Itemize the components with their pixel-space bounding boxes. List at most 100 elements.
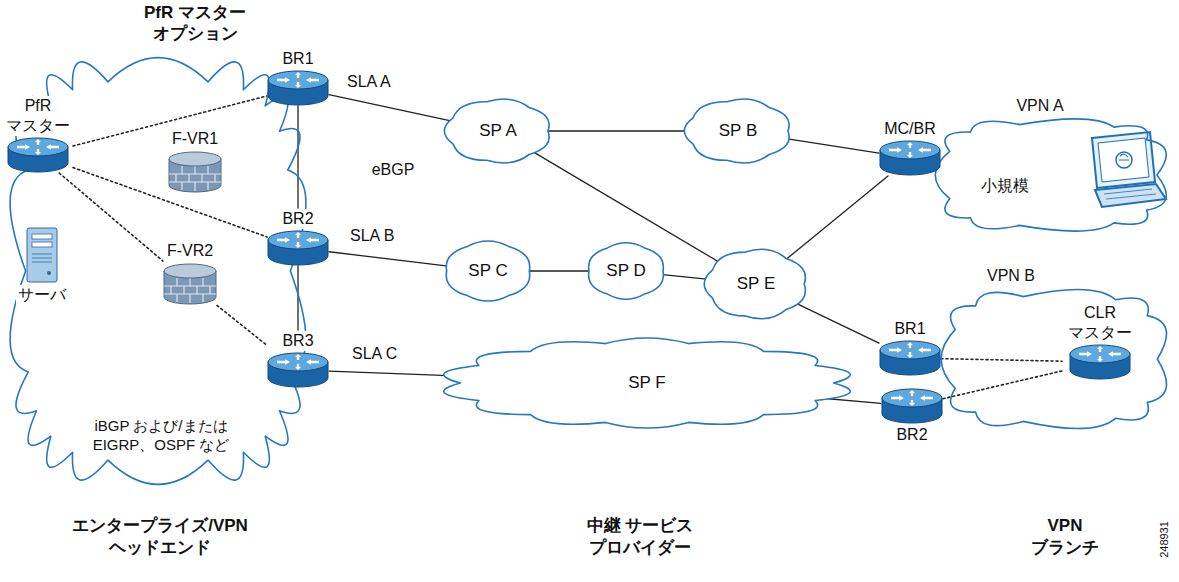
cloud-label: VPN B bbox=[966, 266, 1056, 286]
cloud-shape bbox=[704, 249, 805, 318]
edge-label: SLA C bbox=[350, 344, 399, 363]
router-arrow bbox=[17, 144, 30, 150]
router-top bbox=[268, 231, 328, 249]
router-arrow bbox=[907, 142, 913, 148]
router-top bbox=[268, 353, 328, 371]
device-label: F-VR2 bbox=[165, 241, 215, 261]
network-link bbox=[297, 106, 298, 208]
control-link bbox=[59, 173, 163, 261]
router-arrow bbox=[891, 395, 904, 401]
router-arrow bbox=[306, 77, 319, 83]
edge-label: SLA A bbox=[345, 72, 393, 91]
laptop-logo-mark bbox=[1119, 154, 1129, 160]
firewall-node: F-VR1 bbox=[168, 128, 222, 194]
router-arrow bbox=[295, 354, 301, 360]
router-arrow bbox=[295, 364, 301, 370]
router-arrow bbox=[46, 144, 59, 150]
router-arrow bbox=[1079, 351, 1092, 357]
laptop-keys bbox=[1104, 189, 1156, 199]
router-arrow bbox=[907, 152, 913, 158]
network-cloud: SP A bbox=[440, 96, 556, 166]
firewall-node: F-VR2 bbox=[163, 240, 217, 306]
router-icon bbox=[881, 388, 943, 424]
router-node: MC/BR bbox=[879, 118, 941, 176]
router-arrow bbox=[889, 347, 902, 353]
cloud-outline bbox=[936, 286, 1174, 432]
network-cloud: SP F bbox=[430, 336, 864, 430]
router-icon bbox=[267, 352, 329, 388]
device-label: BR1 bbox=[892, 319, 927, 339]
router-arrow bbox=[918, 147, 931, 153]
cloud-name: SP E bbox=[737, 274, 775, 294]
router-arrow bbox=[907, 342, 913, 348]
region-label: 中継 サービス プロバイダー bbox=[560, 515, 720, 559]
router-arrow bbox=[295, 72, 301, 78]
router-node: BR2 bbox=[267, 208, 329, 266]
network-link bbox=[526, 270, 591, 271]
cloud-name: SP A bbox=[479, 121, 517, 141]
network-link bbox=[785, 176, 888, 261]
cloud-shape bbox=[935, 119, 1166, 231]
device-label: PfR マスター bbox=[3, 96, 73, 136]
firewall-top bbox=[169, 152, 221, 166]
laptop-logo bbox=[1116, 152, 1132, 168]
cloud-name: SP C bbox=[468, 261, 507, 281]
network-link bbox=[544, 130, 691, 131]
router-node: BR3 bbox=[267, 330, 329, 388]
router-arrow bbox=[35, 139, 41, 145]
router-top bbox=[880, 141, 940, 159]
router-icon bbox=[1069, 344, 1131, 380]
device-label: BR2 bbox=[280, 209, 315, 229]
server-icon bbox=[25, 226, 59, 284]
cloud-heading: PfR マスター オプション bbox=[110, 2, 280, 44]
network-cloud: PfR マスターF-VR1サーバF-VR2BR1BR2BR3PfR マスター オ… bbox=[4, 2, 312, 492]
router-arrow bbox=[35, 149, 41, 155]
router-node: BR1 bbox=[879, 318, 941, 376]
cloud-shape bbox=[446, 241, 529, 301]
network-cloud: SP E bbox=[700, 246, 812, 322]
router-arrow bbox=[306, 359, 319, 365]
router-arrow bbox=[907, 352, 913, 358]
router-node: BR1 bbox=[267, 48, 329, 106]
server-bay bbox=[32, 242, 52, 247]
network-cloud: BR1CLR マスターBR2VPN B bbox=[936, 266, 1174, 432]
firewall-icon bbox=[163, 262, 217, 306]
network-link bbox=[793, 302, 879, 344]
device-label: F-VR1 bbox=[170, 129, 220, 149]
router-arrow bbox=[920, 395, 933, 401]
router-top bbox=[8, 138, 68, 156]
router-arrow bbox=[918, 347, 931, 353]
control-link bbox=[217, 306, 267, 346]
router-icon bbox=[7, 137, 69, 173]
firewall-icon bbox=[168, 150, 222, 194]
router-arrow bbox=[277, 77, 290, 83]
router-arrow bbox=[295, 82, 301, 88]
device-label: BR3 bbox=[280, 331, 315, 351]
cloud-label: 小規模 bbox=[965, 176, 1045, 196]
router-arrow bbox=[1108, 351, 1121, 357]
network-link bbox=[329, 252, 450, 267]
server-vents bbox=[32, 254, 52, 262]
router-arrow bbox=[909, 400, 915, 406]
firewall-bricks bbox=[169, 166, 221, 191]
cloud-label: iBGP および/または EIGRP、OSPF など bbox=[73, 416, 249, 454]
router-arrow bbox=[277, 237, 290, 243]
region-label: エンタープライズ/VPN ヘッドエンド bbox=[55, 515, 265, 559]
control-link bbox=[941, 359, 1062, 362]
router-node: CLR マスター bbox=[1062, 302, 1138, 380]
router-arrow bbox=[889, 147, 902, 153]
protocol-label: eBGP bbox=[358, 160, 428, 180]
router-arrow bbox=[295, 242, 301, 248]
control-link bbox=[943, 371, 1062, 399]
network-cloud: SP D bbox=[583, 240, 669, 302]
device-label: BR2 bbox=[894, 425, 929, 445]
network-link bbox=[660, 274, 712, 279]
network-cloud: SP C bbox=[440, 238, 536, 304]
cloud-shape bbox=[444, 99, 549, 163]
cloud-name: SP B bbox=[719, 121, 757, 141]
firewall-bricks bbox=[164, 278, 216, 303]
router-node: BR2 bbox=[881, 388, 943, 446]
cloud-shape bbox=[684, 99, 789, 163]
